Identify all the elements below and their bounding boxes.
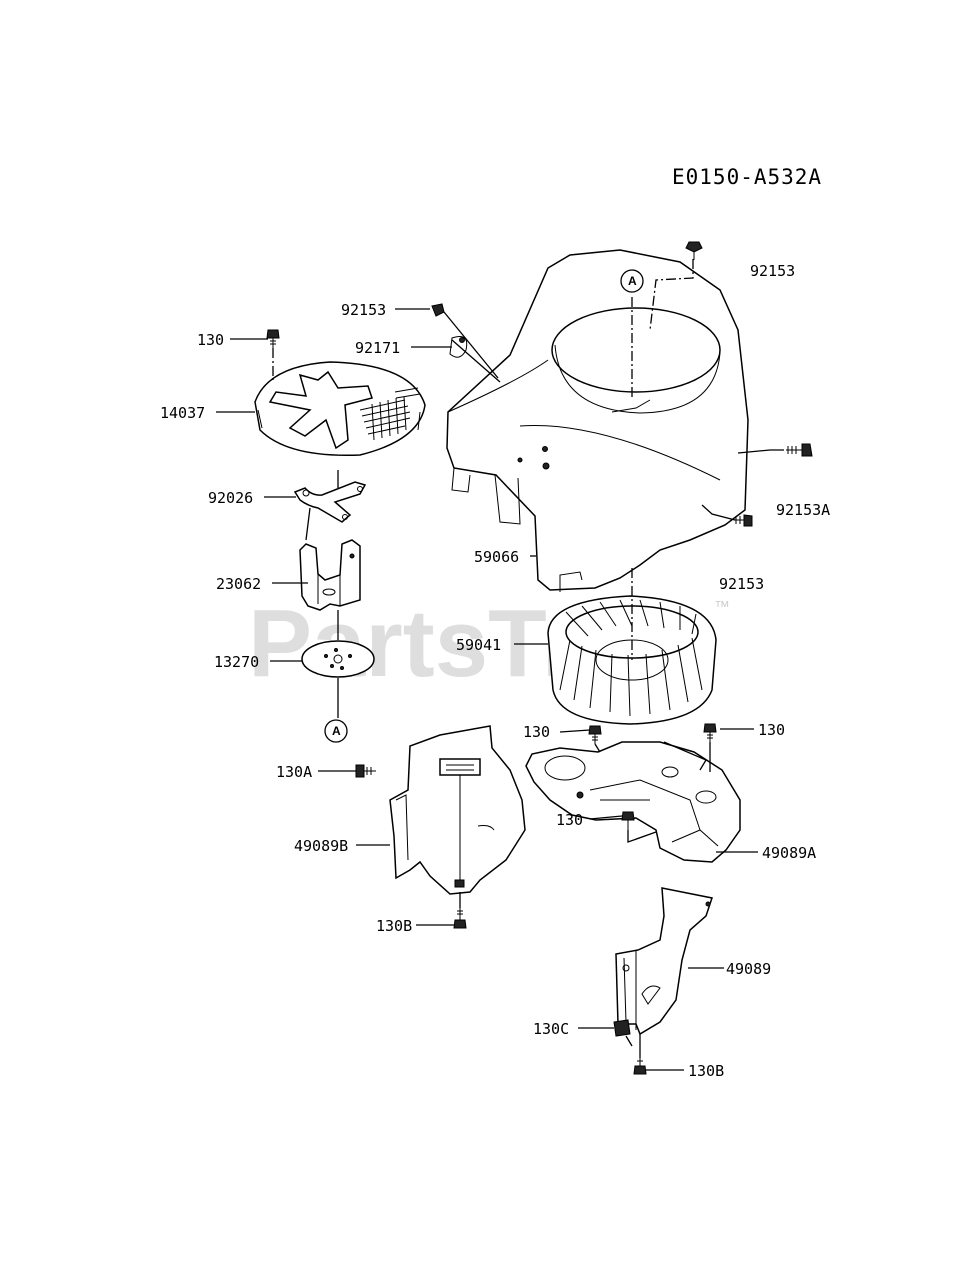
bolt-92153-left[interactable] [431,303,445,317]
bolt-130B-right[interactable] [633,1058,647,1075]
reference-marker-top: A [620,269,644,293]
nut-130C[interactable] [613,1019,631,1037]
callout-49089A[interactable]: 49089A [762,844,816,862]
callout-14037[interactable]: 14037 [160,404,205,422]
callout-49089[interactable]: 49089 [726,960,771,978]
bolt-130-lower[interactable] [621,811,635,830]
bolt-130B-left[interactable] [453,908,467,929]
callout-92153-top[interactable]: 92153 [750,262,795,280]
bolt-130-top[interactable] [266,329,280,348]
clip-92171[interactable] [449,336,468,358]
callout-130-lower[interactable]: 130 [556,811,583,829]
callout-130-mid-left[interactable]: 130 [523,723,550,741]
callout-23062[interactable]: 23062 [216,575,261,593]
leader-lines [216,259,784,1071]
bolt-92153A[interactable] [786,443,813,457]
bolt-130-mid-right[interactable] [703,723,717,742]
bolt-130A[interactable] [355,764,376,778]
callout-49089B[interactable]: 49089B [294,837,348,855]
watermark-trademark: ™ [714,599,730,616]
callout-59066[interactable]: 59066 [474,548,519,566]
baffle-49089A[interactable] [525,741,741,863]
callout-92171[interactable]: 92171 [355,339,400,357]
bolt-92153-mid[interactable] [734,514,753,527]
plate-92026[interactable] [293,481,367,523]
callout-130C[interactable]: 130C [533,1020,569,1038]
bolt-130-mid-left[interactable] [588,725,602,744]
diagram-code: E0150-A532A [672,165,822,189]
bolt-92153-top[interactable] [685,241,703,260]
svg-text:A: A [628,274,637,288]
callout-59041[interactable]: 59041 [456,636,501,654]
svg-text:A: A [332,724,341,738]
callout-130-top[interactable]: 130 [197,331,224,349]
callout-92153A[interactable]: 92153A [776,501,830,519]
callout-92153-mid[interactable]: 92153 [719,575,764,593]
baffle-49089[interactable] [615,887,713,1036]
callout-130B-right[interactable]: 130B [688,1062,724,1080]
callout-130A[interactable]: 130A [276,763,312,781]
reference-marker-bottom: A [324,719,348,743]
baffle-49089B[interactable] [389,725,526,895]
callout-92026[interactable]: 92026 [208,489,253,507]
callout-13270[interactable]: 13270 [214,653,259,671]
callout-130B-left[interactable]: 130B [376,917,412,935]
callout-92153-left[interactable]: 92153 [341,301,386,319]
fan-housing-59066[interactable] [446,249,749,592]
callout-130-mid-right[interactable]: 130 [758,721,785,739]
plate-13270[interactable] [301,640,375,678]
screen-14037[interactable] [254,361,426,457]
bracket-23062[interactable] [299,539,361,611]
